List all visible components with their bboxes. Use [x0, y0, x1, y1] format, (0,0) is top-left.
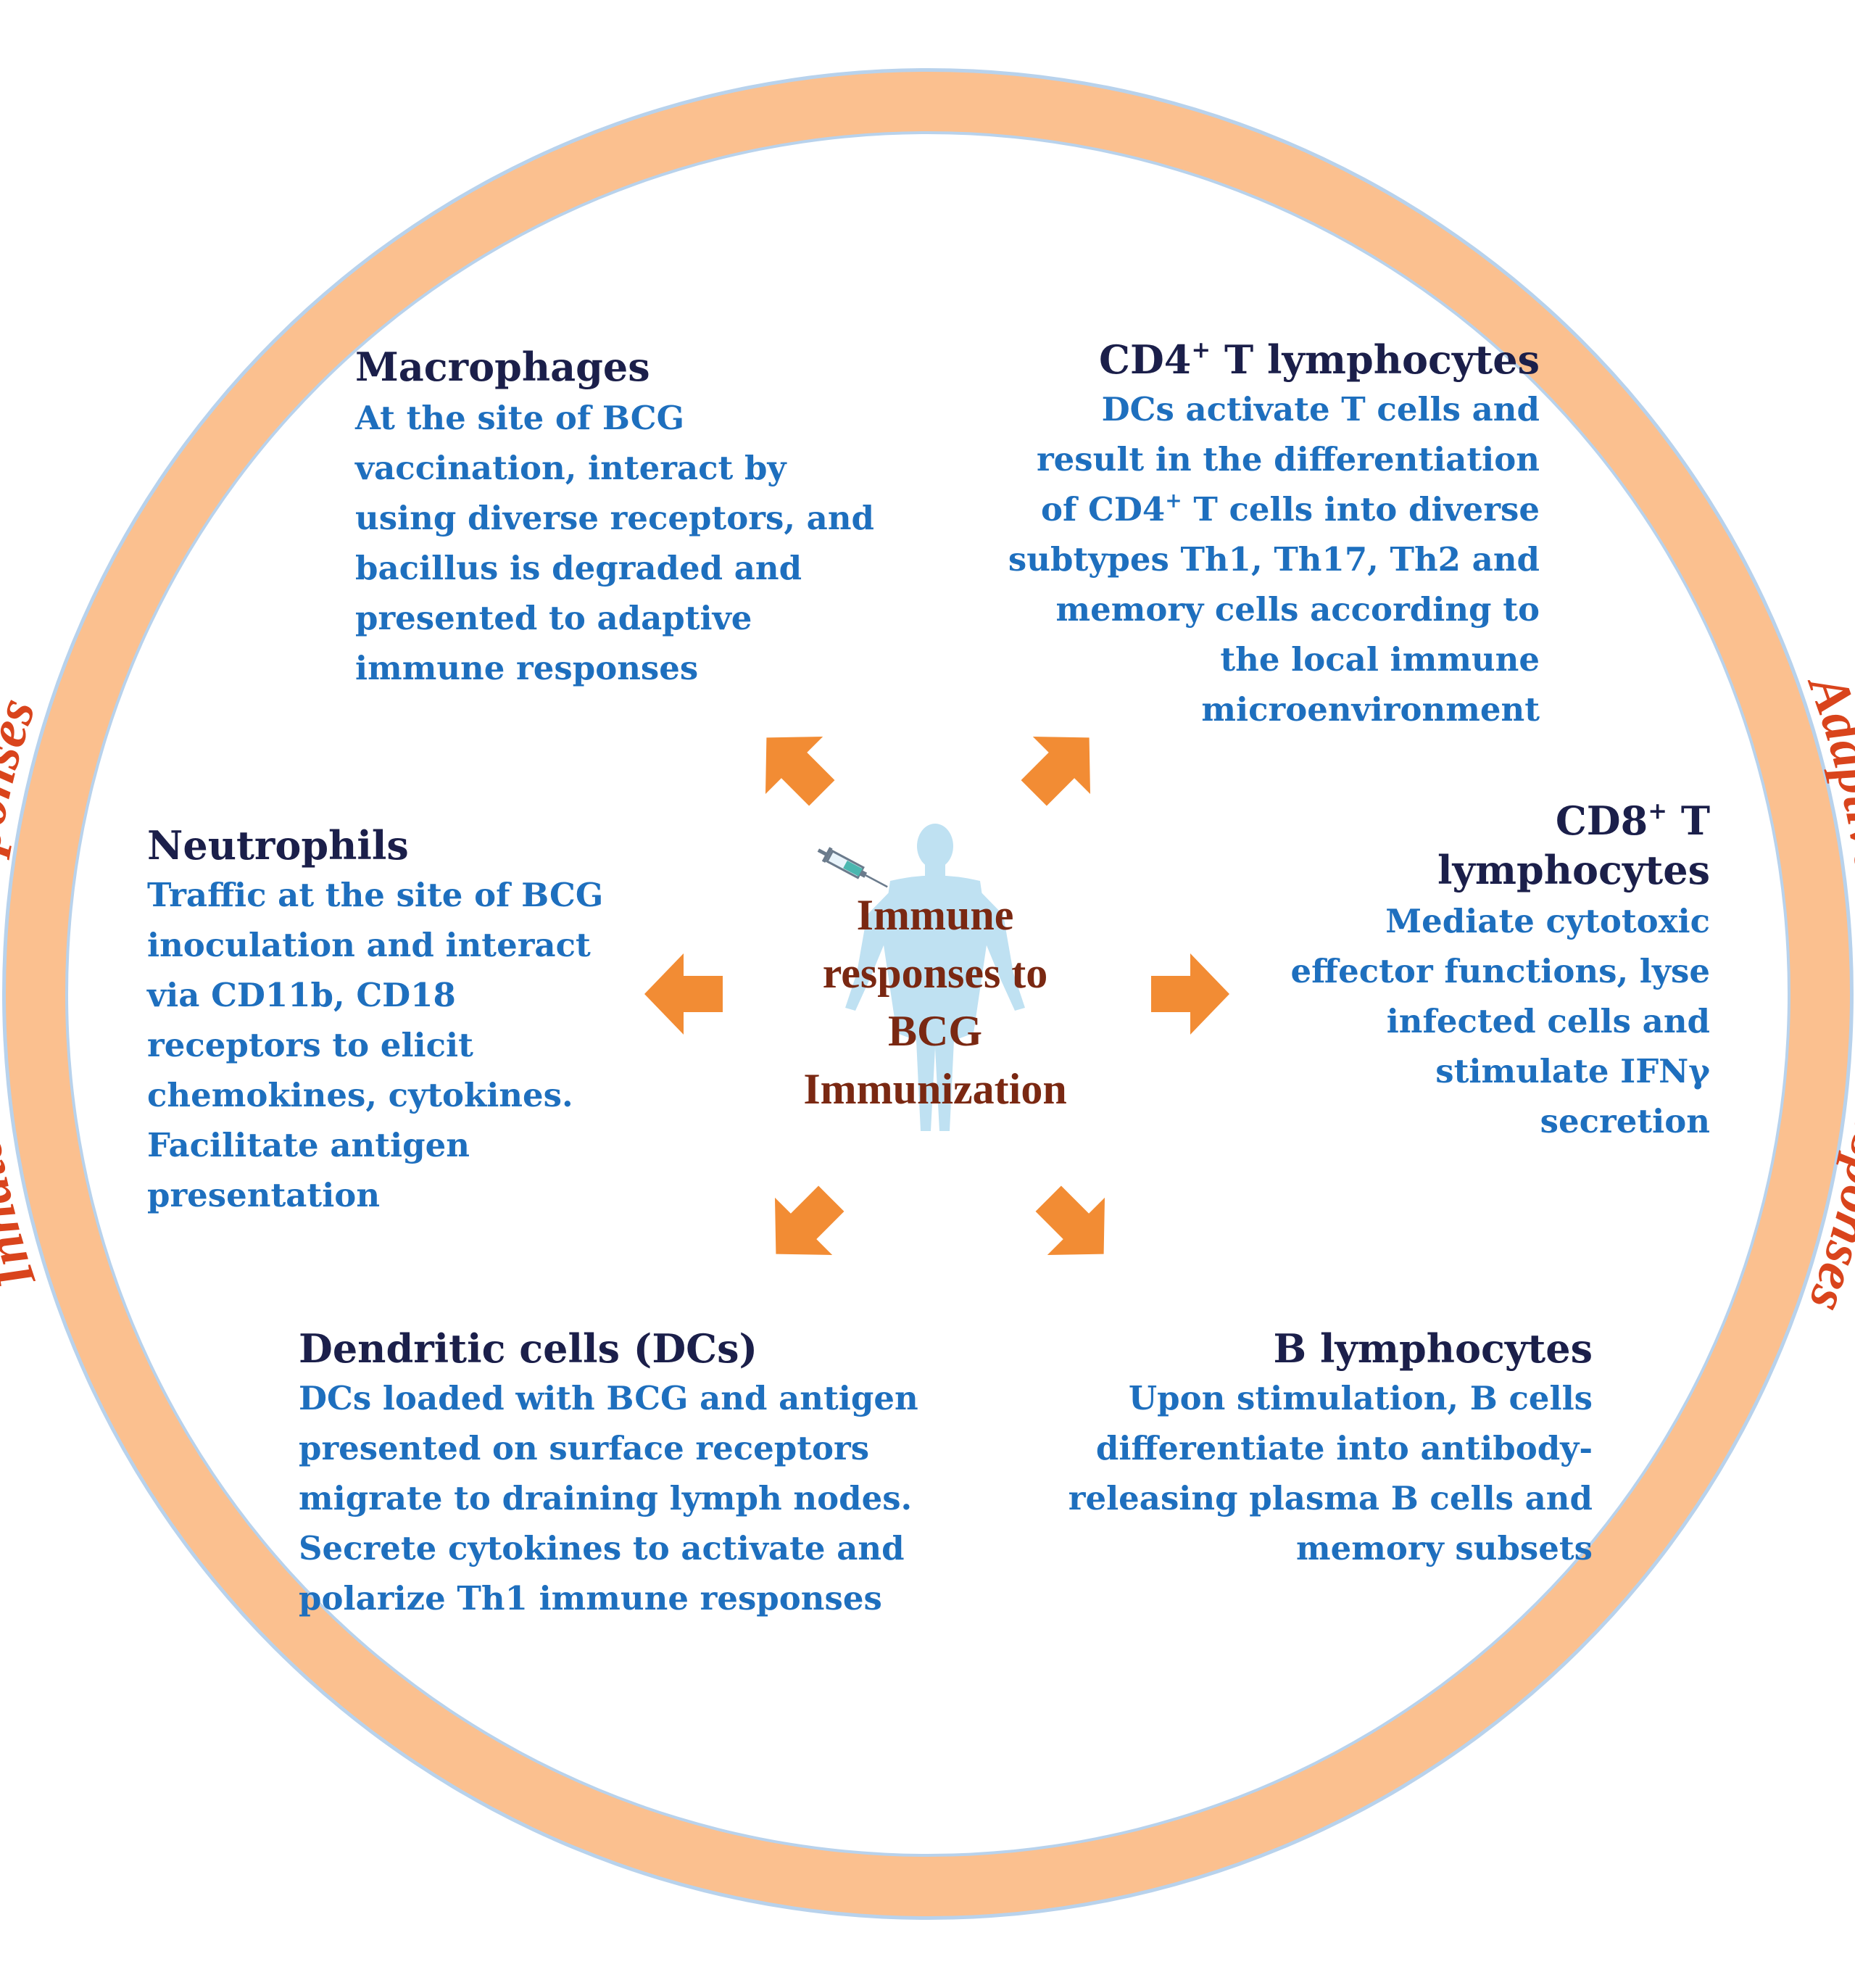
b-cells-block: B lymphocytes Upon stimulation, B cells …: [1068, 1324, 1593, 1573]
dendritic-title: Dendritic cells (DCs): [299, 1325, 758, 1372]
neutrophils-text: Traffic at the site of BCG inoculation a…: [147, 876, 604, 1214]
cd8-title: CD8+ T: [1555, 797, 1710, 844]
b-cells-text: Upon stimulation, B cells differentiate …: [1068, 1379, 1593, 1567]
macrophages-text: At the site of BCG vaccination, interact…: [355, 399, 875, 687]
cd4-title: CD4+ T lymphocytes: [1098, 336, 1540, 383]
cd8-text: Mediate cytotoxic effector functions, ly…: [1290, 902, 1710, 1140]
dendritic-text: DCs loaded with BCG and antigen presente…: [299, 1379, 918, 1618]
syringe-icon: [817, 847, 888, 888]
neutrophils-title: Neutrophils: [147, 822, 409, 869]
macrophages-title: Macrophages: [355, 344, 650, 390]
cd8-block: CD8+ T lymphocytes Mediate cytotoxic eff…: [1291, 796, 1710, 1146]
cd4-text: DCs activate T cells and result in the d…: [1008, 390, 1540, 729]
dendritic-block: Dendritic cells (DCs) DCs loaded with BC…: [299, 1324, 918, 1623]
cd8-title-line2: lymphocytes: [1437, 847, 1710, 893]
b-cells-title: B lymphocytes: [1273, 1325, 1593, 1372]
neutrophils-block: Neutrophils Traffic at the site of BCG i…: [147, 821, 603, 1220]
cd4-block: CD4+ T lymphocytes DCs activate T cells …: [1008, 335, 1540, 734]
center-title: Immune responses to BCG Immunization: [803, 891, 1067, 1113]
macrophages-block: Macrophages At the site of BCG vaccinati…: [355, 342, 874, 693]
human-figure-icon: [845, 824, 1025, 1131]
